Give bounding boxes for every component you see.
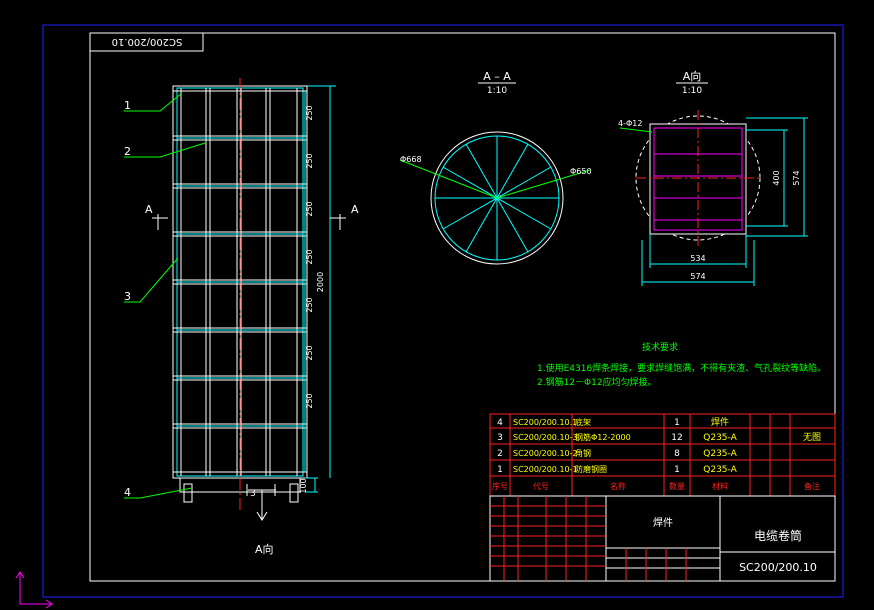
section-mark-left bbox=[152, 214, 168, 230]
notes-line-1: 1.使用E4316焊条焊接，要求焊缝饱满，不得有夹渣、气孔裂纹等缺陷。 bbox=[537, 362, 826, 374]
bom-name: 底架 bbox=[575, 417, 591, 427]
bom-name: 角钢 bbox=[575, 448, 591, 458]
row-dim: 250 bbox=[305, 393, 314, 408]
bom-mat: Q235-A bbox=[703, 449, 737, 459]
bom-code: SC200/200.10-3 bbox=[513, 433, 578, 442]
bom-table bbox=[489, 413, 836, 497]
bom-no: 3 bbox=[497, 433, 503, 443]
bom-code: SC200/200.10-1 bbox=[513, 465, 578, 474]
view-scale: 1:10 bbox=[682, 86, 702, 96]
ucs-icon bbox=[15, 571, 53, 609]
view-arrow bbox=[248, 489, 276, 521]
view-a-base bbox=[619, 110, 808, 286]
overall-height-dim: 2000 bbox=[316, 272, 325, 292]
title-weld: 焊件 bbox=[653, 517, 673, 529]
notes-title: 技术要求 bbox=[642, 341, 678, 353]
bom-code: SC200/200.10-2 bbox=[513, 449, 578, 458]
code-box-text: SC200/200.10 bbox=[112, 36, 183, 47]
bom-note: 无图 bbox=[803, 432, 821, 443]
bom-qty: 1 bbox=[674, 418, 680, 428]
row-dim: 250 bbox=[305, 345, 314, 360]
dia-outer-label: Φ668 bbox=[400, 155, 422, 164]
row-dim: 250 bbox=[305, 153, 314, 168]
bom-header-name: 名称 bbox=[610, 481, 626, 491]
title-block bbox=[489, 495, 836, 582]
bottom-dim: 100 bbox=[299, 478, 308, 493]
section-mark-right bbox=[330, 214, 346, 230]
row-dim-labels: 250 250 250 250 250 250 250 2000 100 bbox=[299, 105, 325, 493]
dim-574-v: 574 bbox=[792, 170, 801, 185]
title-block-grid bbox=[490, 496, 687, 581]
leader-lines bbox=[124, 92, 206, 499]
bom-rows: 4 SC200/200.10.1 底架 1 焊件 3 SC200/200.10-… bbox=[492, 416, 821, 491]
leader-label-3: 3 bbox=[124, 290, 131, 303]
code-box bbox=[89, 32, 204, 52]
leader-label-2: 2 bbox=[124, 145, 131, 158]
row-dim: 250 bbox=[305, 105, 314, 120]
leader-labels: 1 2 3 4 bbox=[124, 99, 131, 499]
section-circle bbox=[399, 131, 591, 265]
dim-400: 400 bbox=[772, 170, 781, 185]
arrow-num: 3 bbox=[250, 489, 256, 499]
drawing-frame bbox=[89, 32, 836, 582]
view-arrow-label: A向 bbox=[255, 542, 274, 556]
bom-qty: 8 bbox=[674, 449, 680, 459]
view-title: A向 bbox=[683, 69, 702, 83]
dim-574-h: 574 bbox=[690, 272, 705, 281]
vertical-dimensions bbox=[304, 85, 336, 493]
bom-no: 1 bbox=[497, 465, 503, 475]
section-mark-left-label: A bbox=[145, 203, 153, 216]
bom-mat: 焊件 bbox=[711, 416, 729, 428]
outer-border bbox=[42, 24, 844, 598]
leader-label-4: 4 bbox=[124, 486, 131, 499]
leader-label-1: 1 bbox=[124, 99, 131, 112]
bom-qty: 1 bbox=[674, 465, 680, 475]
section-title: A – A bbox=[483, 70, 511, 83]
bom-name: 防磨钢圈 bbox=[575, 464, 607, 474]
holes-note: 4-Φ12 bbox=[618, 119, 642, 128]
row-dim: 250 bbox=[305, 201, 314, 216]
row-dim: 250 bbox=[305, 249, 314, 264]
section-scale: 1:10 bbox=[487, 86, 507, 96]
bom-header-note: 备注 bbox=[804, 481, 820, 491]
bom-mat: Q235-A bbox=[703, 433, 737, 443]
bom-mat: Q235-A bbox=[703, 465, 737, 475]
title-name: 电缆卷筒 bbox=[754, 528, 802, 543]
bom-header-no: 序号 bbox=[492, 481, 508, 491]
dia-inner-label: Φ650 bbox=[570, 167, 592, 176]
bom-name: 钢筋Φ12-2000 bbox=[575, 432, 631, 442]
bom-header-code: 代号 bbox=[533, 481, 549, 491]
notes-line-2: 2.钢筋12－Φ12应均匀焊接。 bbox=[537, 376, 657, 388]
title-code: SC200/200.10 bbox=[739, 561, 817, 574]
cage-elevation bbox=[172, 78, 308, 510]
bom-qty: 12 bbox=[671, 433, 682, 443]
bom-no: 2 bbox=[497, 449, 503, 459]
row-dim: 250 bbox=[305, 297, 314, 312]
bom-code: SC200/200.10.1 bbox=[513, 418, 577, 427]
section-mark-right-label: A bbox=[351, 203, 359, 216]
bom-header-mat: 材料 bbox=[712, 481, 728, 491]
dim-534: 534 bbox=[690, 254, 705, 263]
bom-no: 4 bbox=[497, 418, 503, 428]
bom-header-qty: 数量 bbox=[669, 481, 685, 491]
